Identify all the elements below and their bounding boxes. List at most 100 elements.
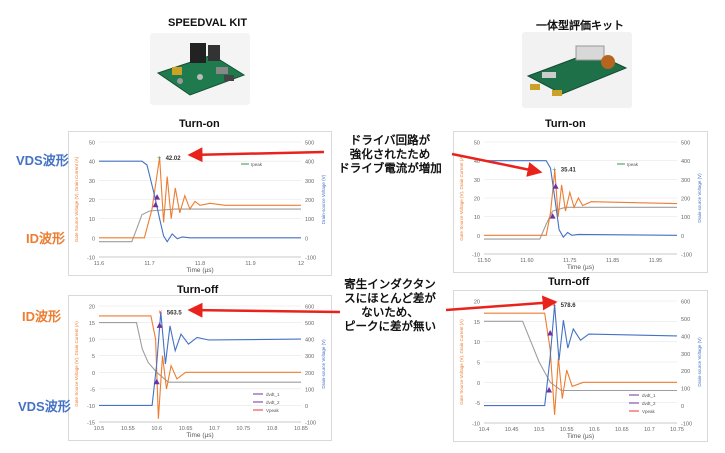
series-id [484, 169, 678, 236]
y-tick-label: 10 [474, 215, 480, 221]
series-vgs [484, 320, 677, 392]
dvdt-marker [156, 322, 163, 328]
y2-axis-label: Drain-source Voltage (V) [321, 174, 326, 224]
peak-marker: × [158, 310, 162, 317]
chart-title-3: Turn-off [548, 276, 590, 288]
y-tick-label: 50 [89, 141, 95, 147]
y-tick-label: 0 [92, 371, 95, 377]
y2-tick-label: 100 [305, 217, 314, 223]
y-tick-label: 0 [92, 236, 95, 242]
y-tick-label: 50 [474, 141, 480, 147]
y2-tick-label: 0 [305, 236, 308, 242]
y2-tick-label: 200 [681, 197, 690, 203]
x-tick-label: 10.7 [644, 427, 655, 433]
y-axis-label: Gate Source Voltage (V), Drain Current (… [459, 319, 464, 405]
y-tick-label: 20 [89, 305, 95, 311]
y2-tick-label: -100 [305, 421, 316, 427]
y-tick-label: 15 [474, 320, 480, 326]
peak-marker: + [157, 155, 161, 162]
series-vds [484, 304, 678, 407]
x-axis-label: Time (µs) [567, 264, 594, 271]
y-tick-label: -10 [87, 256, 95, 262]
dvdt-marker [547, 330, 554, 336]
y-tick-label: 10 [89, 217, 95, 223]
x-axis-label: Time (µs) [186, 267, 213, 274]
speedval-kit-photo [150, 33, 250, 105]
x-axis-label: Time (µs) [186, 432, 213, 439]
series-vds [99, 160, 301, 243]
y-tick-label: 10 [89, 338, 95, 344]
chart-3: -10-505101520-100010020030040050060010.4… [459, 300, 702, 441]
y-tick-label: -10 [87, 404, 95, 410]
x-tick-label: 10.45 [505, 427, 519, 433]
x-tick-label: 11.50 [477, 258, 490, 264]
y2-axis-label: Drain-source Voltage (V) [697, 337, 702, 387]
annotation-drive-current: ドライバ回路が 強化されたため ドライブ電流が増加 [338, 135, 442, 175]
legend-entry: dvdt_1 [266, 392, 280, 397]
x-tick-label: 10.7 [209, 426, 220, 432]
y2-tick-label: 500 [305, 321, 314, 327]
y-tick-label: -15 [87, 421, 95, 427]
peak-marker: × [552, 302, 556, 309]
y2-tick-label: 200 [305, 371, 314, 377]
series-id [99, 157, 301, 239]
y2-axis-label: Drain-source Voltage (V) [697, 173, 702, 223]
y2-tick-label: 100 [305, 387, 314, 393]
kit-title-right: 一体型評価キット [536, 20, 624, 32]
legend-entry: Vpeak [266, 408, 280, 413]
dvdt-marker [549, 213, 556, 219]
x-tick-label: 10.65 [179, 426, 193, 432]
chart-2: -15-10-505101520-10001002003004005006001… [74, 305, 326, 440]
y2-tick-label: 100 [681, 215, 690, 221]
x-tick-label: 10.85 [294, 426, 308, 432]
y-tick-label: 20 [474, 197, 480, 203]
legend-entry: Ipeak [627, 162, 639, 167]
vds-label-bottom: VDS波形 [18, 399, 71, 414]
y2-tick-label: 0 [681, 404, 684, 410]
legend-entry: dvdt_2 [266, 400, 280, 405]
dvdt-marker [152, 201, 159, 208]
peak-label: 42.02 [166, 156, 182, 162]
x-tick-label: 10.65 [615, 427, 629, 433]
peak-label: 35.41 [561, 168, 577, 174]
series-vgs [99, 208, 301, 243]
series-vds [484, 160, 678, 239]
x-tick-label: 10.55 [560, 427, 574, 433]
x-tick-label: 10.6 [589, 427, 600, 433]
y-tick-label: -5 [475, 401, 480, 407]
chart-title-2: Turn-off [177, 284, 219, 296]
x-tick-label: 11.95 [649, 258, 662, 264]
y2-tick-label: 200 [681, 369, 690, 375]
y-tick-label: 5 [92, 354, 95, 360]
x-tick-label: 11.85 [606, 258, 619, 264]
y2-tick-label: -100 [681, 253, 692, 259]
x-tick-label: 10.75 [236, 426, 250, 432]
y2-tick-label: 0 [305, 404, 308, 410]
x-axis-label: Time (µs) [567, 433, 594, 440]
x-tick-label: 11.7 [144, 261, 154, 267]
peak-label: 563.5 [167, 311, 183, 317]
x-tick-label: 12 [298, 261, 304, 267]
integrated-kit-photo [522, 32, 632, 108]
legend-entry: dvdt_1 [642, 393, 656, 398]
series-id [99, 315, 301, 419]
id-label-top: ID波形 [26, 231, 66, 246]
x-tick-label: 10.5 [534, 427, 545, 433]
peak-marker: + [552, 167, 556, 174]
x-tick-label: 11.9 [245, 261, 255, 267]
y-tick-label: 15 [89, 321, 95, 327]
y-tick-label: -10 [472, 253, 480, 259]
y-tick-label: 40 [89, 160, 95, 166]
dvdt-marker [154, 194, 161, 200]
y2-tick-label: 400 [681, 159, 690, 165]
y2-tick-label: 0 [681, 234, 684, 240]
annotation-parasitic-inductance: 寄生インダクタン スにほとんど差が ないため、 ピークに差が無い [344, 279, 436, 333]
y-tick-label: 20 [89, 198, 95, 204]
y2-tick-label: 300 [681, 178, 690, 184]
chart-title-0: Turn-on [179, 118, 220, 130]
x-tick-label: 10.4 [479, 427, 490, 433]
x-tick-label: 10.55 [121, 426, 135, 432]
y2-tick-label: 400 [305, 160, 314, 166]
